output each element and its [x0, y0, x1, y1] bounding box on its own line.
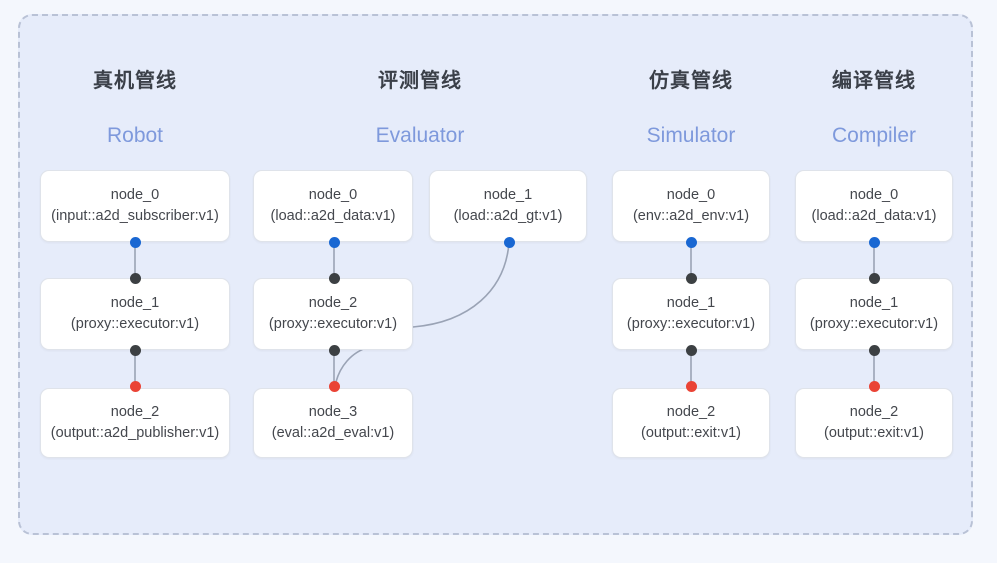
port-input-dot[interactable] [685, 272, 697, 284]
port-input-dot[interactable] [129, 272, 141, 284]
column-subtitle-compiler: Compiler [831, 124, 917, 147]
node-card[interactable]: node_1(proxy::executor:v1) [795, 278, 953, 350]
column-subtitle-robot: Robot [106, 124, 164, 147]
node-card[interactable]: node_2(output::a2d_publisher:v1) [40, 388, 230, 458]
node-card[interactable]: node_0(load::a2d_data:v1) [253, 170, 413, 242]
node-type-label: (output::exit:v1) [824, 425, 924, 441]
port-output-dot[interactable] [503, 236, 515, 248]
node-type-label: (load::a2d_gt:v1) [453, 208, 563, 224]
node-id-label: node_1 [483, 187, 533, 203]
node-id-label: node_2 [849, 404, 899, 420]
node-id-label: node_3 [308, 404, 358, 420]
column-title-evaluator: 评测管线 [378, 70, 462, 92]
port-input-dot[interactable] [868, 272, 880, 284]
node-card[interactable]: node_1(load::a2d_gt:v1) [429, 170, 587, 242]
port-terminal-dot[interactable] [328, 380, 340, 392]
node-type-label: (eval::a2d_eval:v1) [271, 425, 395, 441]
node-type-label: (proxy::executor:v1) [268, 316, 398, 332]
port-input-dot[interactable] [328, 344, 340, 356]
column-title-simulator: 仿真管线 [649, 70, 733, 92]
port-input-dot[interactable] [868, 344, 880, 356]
port-output-dot[interactable] [129, 236, 141, 248]
port-input-dot[interactable] [129, 344, 141, 356]
node-card[interactable]: node_1(proxy::executor:v1) [612, 278, 770, 350]
node-id-label: node_0 [666, 187, 716, 203]
column-title-robot: 真机管线 [93, 70, 177, 92]
node-type-label: (input::a2d_subscriber:v1) [51, 208, 219, 224]
port-terminal-dot[interactable] [129, 380, 141, 392]
node-card[interactable]: node_0(input::a2d_subscriber:v1) [40, 170, 230, 242]
port-input-dot[interactable] [328, 272, 340, 284]
port-terminal-dot[interactable] [868, 380, 880, 392]
node-card[interactable]: node_3(eval::a2d_eval:v1) [253, 388, 413, 458]
column-subtitle-simulator: Simulator [646, 124, 736, 147]
node-type-label: (env::a2d_env:v1) [632, 208, 750, 224]
node-id-label: node_0 [849, 187, 899, 203]
node-type-label: (proxy::executor:v1) [70, 316, 200, 332]
node-card[interactable]: node_2(proxy::executor:v1) [253, 278, 413, 350]
port-output-dot[interactable] [685, 236, 697, 248]
node-id-label: node_2 [308, 295, 358, 311]
node-type-label: (proxy::executor:v1) [809, 316, 939, 332]
port-terminal-dot[interactable] [685, 380, 697, 392]
node-type-label: (proxy::executor:v1) [626, 316, 756, 332]
node-id-label: node_0 [308, 187, 358, 203]
node-type-label: (output::a2d_publisher:v1) [50, 425, 220, 441]
node-card[interactable]: node_1(proxy::executor:v1) [40, 278, 230, 350]
node-card[interactable]: node_2(output::exit:v1) [612, 388, 770, 458]
node-id-label: node_1 [666, 295, 716, 311]
node-card[interactable]: node_0(env::a2d_env:v1) [612, 170, 770, 242]
column-subtitle-evaluator: Evaluator [375, 124, 465, 147]
column-title-compiler: 编译管线 [832, 70, 916, 92]
port-output-dot[interactable] [868, 236, 880, 248]
node-type-label: (output::exit:v1) [641, 425, 741, 441]
node-type-label: (load::a2d_data:v1) [270, 208, 396, 224]
node-card[interactable]: node_0(load::a2d_data:v1) [795, 170, 953, 242]
port-output-dot[interactable] [328, 236, 340, 248]
node-id-label: node_0 [110, 187, 160, 203]
node-id-label: node_1 [849, 295, 899, 311]
node-id-label: node_2 [666, 404, 716, 420]
node-id-label: node_1 [110, 295, 160, 311]
port-input-dot[interactable] [685, 344, 697, 356]
node-type-label: (load::a2d_data:v1) [811, 208, 937, 224]
node-id-label: node_2 [110, 404, 160, 420]
node-card[interactable]: node_2(output::exit:v1) [795, 388, 953, 458]
